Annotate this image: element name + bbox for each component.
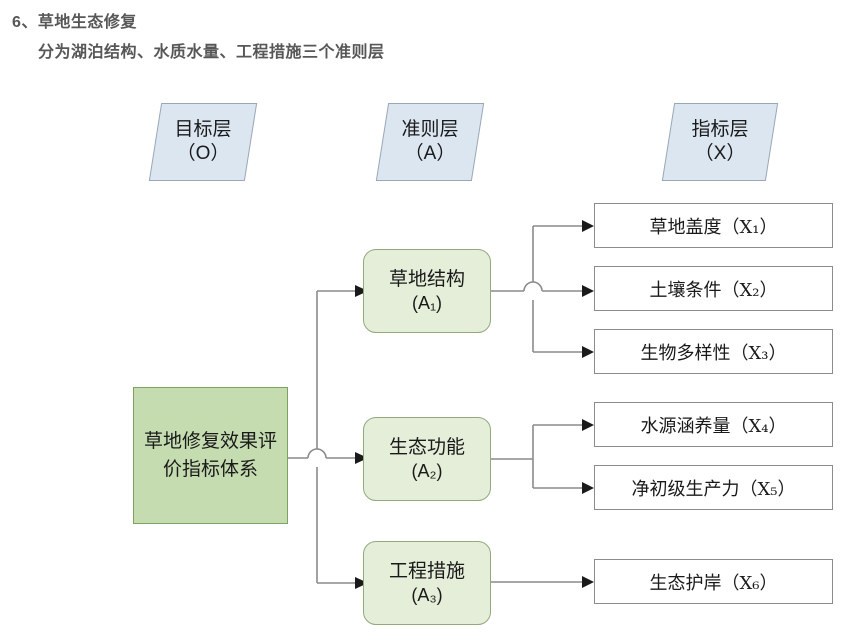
goal-node[interactable]: 草地修复效果评价指标体系 [133,387,288,524]
indicator-node-x4[interactable]: 水源涵养量（X₄） [594,402,833,447]
layer-tag-indicator-code: （X） [694,143,746,164]
arrowhead-x3 [582,346,594,358]
criteria-node-a3[interactable]: 工程措施 (A₃) [363,541,491,625]
criteria-node-a2-title: 生态功能 [388,435,465,458]
indicator-node-x1-label: 草地盖度（X₁） [649,216,778,238]
layer-tag-goal-title: 目标层 [174,119,232,141]
heading-subtitle: 分为湖泊结构、水质水量、工程措施三个准则层 [38,44,385,61]
layer-tag-goal: 目标层 （O） [148,103,258,181]
arrowhead-x6 [582,576,594,588]
criteria-node-a3-code: (A₃) [411,585,443,606]
goal-node-label: 草地修复效果评价指标体系 [144,429,278,480]
layer-tag-indicator-title: 指标层 [691,119,749,141]
edge-goal-hop [307,448,327,459]
criteria-node-a2[interactable]: 生态功能 (A₂) [363,417,491,501]
heading-title: 6、草地生态修复 [12,14,137,31]
criteria-node-a1-code: (A₁) [411,293,443,314]
criteria-node-a1-title: 草地结构 [388,267,465,290]
layer-tag-criteria-code: （A） [404,143,456,164]
arrowhead-x2 [582,285,594,297]
indicator-node-x2-label: 土壤条件（X₂） [649,279,778,301]
arrowhead-x1 [582,220,594,232]
arrowhead-x5 [582,482,594,494]
indicator-node-x1[interactable]: 草地盖度（X₁） [594,203,833,248]
arrowhead-x4 [582,419,594,431]
indicator-node-x3-label: 生物多样性（X₃） [640,342,787,364]
layer-tag-criteria-title: 准则层 [401,119,459,141]
layer-tag-criteria: 准则层 （A） [375,103,485,181]
indicator-node-x4-label: 水源涵养量（X₄） [640,415,787,437]
criteria-node-a2-code: (A₂) [411,461,443,482]
layer-tag-goal-code: （O） [176,143,230,164]
layer-tag-indicator: 指标层 （X） [661,103,779,181]
indicator-node-x3[interactable]: 生物多样性（X₃） [594,329,833,374]
criteria-node-a1[interactable]: 草地结构 (A₁) [363,249,491,333]
indicator-node-x6[interactable]: 生态护岸（X₆） [594,559,833,604]
indicator-node-x5[interactable]: 净初级生产力（X₅） [594,465,833,510]
criteria-node-a3-title: 工程措施 [388,559,465,582]
edge-a1-hop [523,281,543,292]
indicator-node-x2[interactable]: 土壤条件（X₂） [594,266,833,311]
indicator-node-x6-label: 生态护岸（X₆） [649,572,778,594]
indicator-node-x5-label: 净初级生产力（X₅） [631,478,796,500]
